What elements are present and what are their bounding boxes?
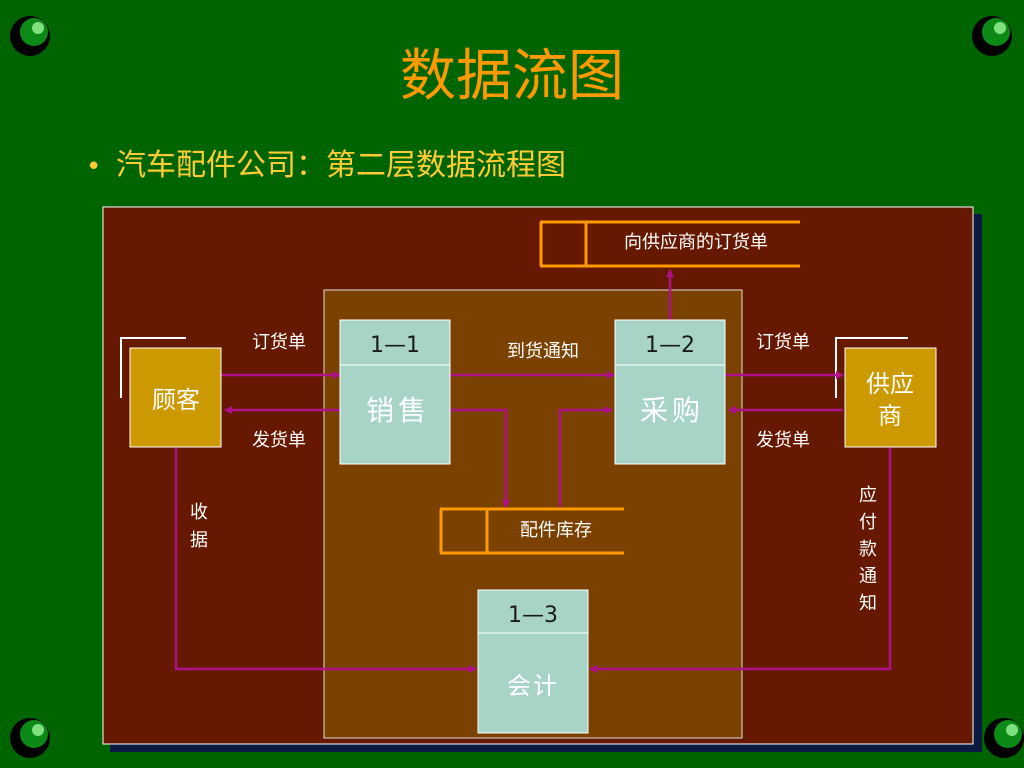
green-orb-icon [10, 16, 50, 56]
flow-label-payable-char: 知 [859, 593, 877, 614]
flow-label-payable-char: 付 [859, 512, 877, 533]
store-inventory [439, 507, 624, 555]
process-accounting-name: 会计 [507, 672, 559, 700]
flow-label-receipt-char: 收 [190, 502, 208, 523]
green-orb-icon [972, 16, 1012, 56]
flow-label-arrival-notice: 到货通知 [507, 341, 579, 362]
process-sales-name: 销售 [366, 394, 430, 427]
bullet-text: 汽车配件公司：第二层数据流程图 [116, 148, 566, 183]
flow-sales-to-inventory [450, 408, 510, 508]
flow-receipt [174, 447, 477, 673]
green-orb-icon [984, 718, 1024, 758]
process-sales [339, 319, 451, 465]
flow-label-payable-char: 通 [859, 566, 877, 587]
flow-label-order-right: 订货单 [756, 332, 810, 353]
flow-inventory-to-purchase [558, 406, 613, 507]
flow-label-ship-left: 发货单 [252, 430, 306, 451]
entity-supplier [844, 347, 937, 448]
green-orb-icon [10, 718, 50, 758]
process-accounting [477, 589, 589, 734]
process-purchase-name: 采购 [640, 394, 704, 427]
entity-supplier-label-line2: 商 [878, 402, 902, 430]
flow-label-payable-char: 应 [859, 485, 877, 506]
page-title: 数据流图 [400, 44, 624, 109]
process-sales-id: 1—1 [370, 333, 420, 358]
flow-label-order-left: 订货单 [252, 332, 306, 353]
flow-label-payable-char: 款 [859, 539, 877, 560]
process-purchase [614, 319, 726, 465]
store-supplier-order [539, 220, 800, 268]
entity-customer [129, 347, 222, 448]
customer-frame [120, 337, 186, 398]
store-supplier-order-label: 向供应商的订货单 [624, 232, 768, 253]
flow-label-ship-right: 发货单 [756, 430, 810, 451]
store-inventory-label: 配件库存 [520, 520, 592, 541]
flow-label-receipt-char: 据 [190, 530, 208, 551]
flow-payable-notice [589, 447, 892, 673]
process-accounting-id: 1—3 [508, 603, 558, 628]
entity-customer-label: 顾客 [152, 386, 200, 414]
process-purchase-id: 1—2 [645, 333, 695, 358]
entity-supplier-label-line1: 供应 [866, 370, 914, 398]
bullet-marker: • [86, 152, 102, 182]
